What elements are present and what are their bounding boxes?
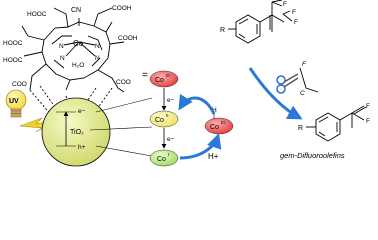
acid-label-5: HOOC <box>27 11 47 18</box>
substrate-cf-bonds <box>282 10 293 22</box>
substrate-r-label: R <box>220 27 225 34</box>
acid-label-1: COOH <box>112 5 132 12</box>
tio2-electron-label: e− <box>78 108 86 115</box>
acid-label-2: COOH <box>118 35 138 42</box>
electron-label-2: e− <box>167 136 175 143</box>
tio2-hole-label: h+ <box>78 144 86 151</box>
top-right-chain <box>105 21 113 33</box>
transfer-line-co1 <box>95 145 153 157</box>
carboxylate-label-2: COO <box>116 79 131 86</box>
co3-label: Co <box>155 77 164 84</box>
substrate-benzene-ring <box>235 14 261 44</box>
n-atom-2: N <box>95 43 100 50</box>
product-f-label-1: F <box>366 103 370 110</box>
n-atom-1: N <box>59 43 64 50</box>
uv-bulb-icon <box>5 89 27 118</box>
co3-superscript: III <box>166 73 170 78</box>
substrate-f-label-2: F <box>292 9 296 16</box>
uv-label: UV <box>9 98 19 105</box>
co2-superscript: II <box>166 113 169 118</box>
coh-label: Co <box>210 124 219 131</box>
substrate-f-label-1: F <box>283 1 287 8</box>
scissors-c-label: C <box>300 90 305 97</box>
tio2-sphere <box>41 97 111 167</box>
co-n-bonds <box>63 41 96 57</box>
tio2-label: TiO₂ <box>70 129 84 136</box>
product-f-label-2: F <box>366 118 370 125</box>
scissors-icon <box>276 73 299 94</box>
corrin-ring <box>41 21 111 81</box>
product-ring-double-bonds <box>318 116 338 137</box>
inner-ring-bonds <box>51 35 103 69</box>
transfer-line-co3 <box>95 97 153 113</box>
co1-label: Co <box>157 156 166 163</box>
proton-label: H+ <box>208 152 219 161</box>
substrate-structure <box>228 0 285 44</box>
acid-side-chains <box>21 7 125 93</box>
coh-superscript: III <box>221 120 225 125</box>
protonation-arrow <box>179 133 222 160</box>
substrate-f-label-3: F <box>294 19 298 26</box>
co2-label: Co <box>155 117 164 124</box>
substrate-cf3-bonds <box>271 0 283 7</box>
acid-label-3: HOOC <box>3 40 23 47</box>
product-structure <box>306 105 367 142</box>
scheme-svg: CN Co N N N N H₂O COOH COOH HOOC HOOC HO… <box>3 0 370 167</box>
acid-label-4: HOOC <box>3 57 23 64</box>
n-atom-4: N <box>95 55 100 62</box>
carboxylate-label-1: COO <box>12 81 27 88</box>
product-name: gem-Difluoroolefins <box>280 151 345 160</box>
product-r-label: R <box>298 125 303 132</box>
substrate-ring-double-bonds <box>238 18 258 39</box>
hydride-label: H <box>212 107 217 114</box>
co-center-label: Co <box>73 39 84 48</box>
substrate-side-chain <box>259 2 285 32</box>
main-conversion-arrow <box>248 67 303 120</box>
electron-label-1: e− <box>167 97 175 104</box>
n-atom-3: N <box>60 55 65 62</box>
return-arrow <box>178 93 216 115</box>
product-double-bond <box>353 106 367 115</box>
co2-ellipse <box>149 110 179 128</box>
reaction-scheme: CN Co N N N N H₂O COOH COOH HOOC HOOC HO… <box>3 0 370 167</box>
equals-sign: = <box>142 70 148 81</box>
product-side-chain <box>339 105 365 128</box>
co1-superscript: I <box>168 152 169 157</box>
cleaved-cf-bond <box>299 67 319 93</box>
co1-ellipse <box>149 149 179 167</box>
product-benzene-ring <box>315 112 341 142</box>
cn-label: CN <box>71 7 81 14</box>
co3-ellipse <box>149 70 179 88</box>
transfer-line-co2 <box>89 126 153 131</box>
water-ligand-label: H₂O <box>72 62 84 69</box>
scissors-f-label: F <box>302 61 307 68</box>
